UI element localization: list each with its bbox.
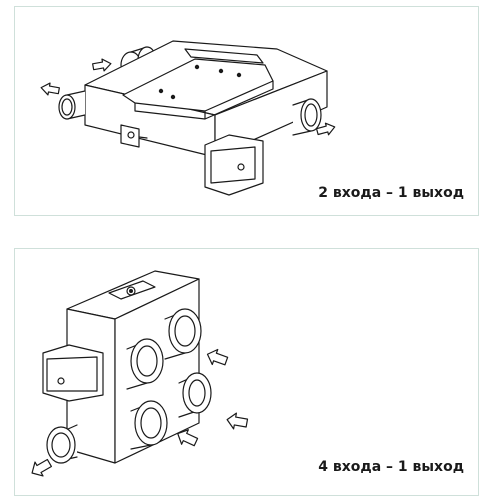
- airflow-arrow-icon: [40, 58, 336, 136]
- duct-inlet-1-icon: [164, 308, 202, 360]
- duct-inlet-2-icon: [126, 338, 164, 390]
- ventilation-box-4in-1out-icon: [31, 270, 249, 477]
- caption-2in-1out: 2 входа – 1 выход: [318, 185, 464, 201]
- caption-4in-1out: 4 входа – 1 выход: [318, 459, 464, 475]
- top-control-icon: [108, 280, 156, 300]
- duct-outlet-icon: [46, 424, 78, 464]
- airflow-arrow-icon: [31, 348, 249, 477]
- ventilation-box-2in-1out-icon: [40, 40, 336, 196]
- duct-inlet-4-icon: [130, 400, 168, 450]
- service-cap-icon: [42, 344, 104, 402]
- duct-left-icon: [58, 90, 86, 120]
- service-cap-icon: [204, 134, 264, 196]
- figure-panel-2in-1out: 2 входа – 1 выход: [14, 6, 479, 216]
- figure-panel-4in-1out: 4 входа – 1 выход: [14, 248, 479, 496]
- duct-inlet-3-icon: [178, 372, 212, 418]
- duct-right-icon: [292, 98, 322, 136]
